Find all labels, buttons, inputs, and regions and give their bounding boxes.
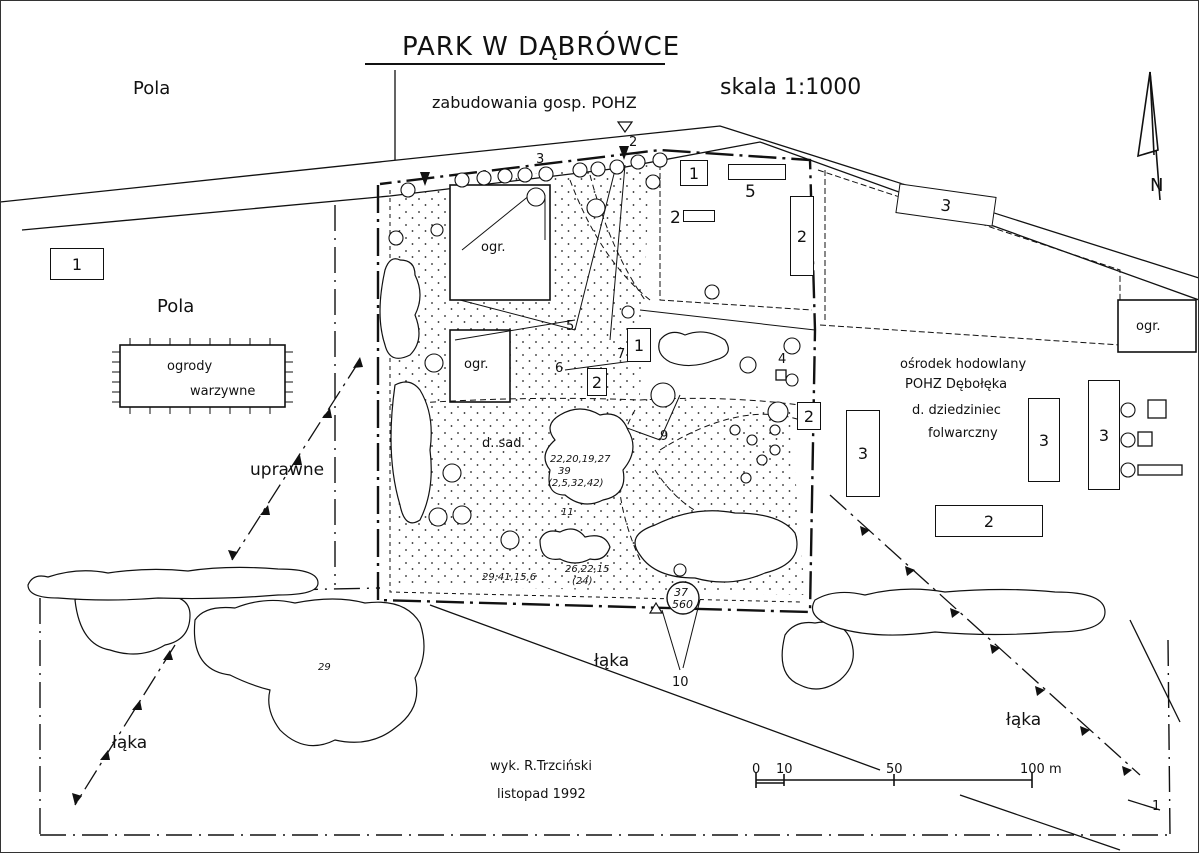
- species-list-d: 29,41,15,6: [482, 572, 537, 583]
- label-author: wyk. R.Trzciński: [490, 759, 592, 774]
- map-scale: skala 1:1000: [720, 75, 862, 100]
- species-list-b: 39: [558, 466, 571, 477]
- building-3-a: 3: [846, 410, 880, 497]
- label-laka-right: łąka: [1006, 710, 1042, 730]
- label-d-sad: d. sad: [482, 436, 522, 451]
- scale-bar: [755, 772, 1033, 788]
- label-date: listopad 1992: [497, 787, 586, 802]
- garden-plot-ticks: [112, 338, 293, 414]
- building-2-small: 2: [683, 210, 715, 222]
- label-warzywne: warzywne: [190, 384, 256, 399]
- scale-tick-10: 10: [776, 762, 793, 777]
- hedge-rows: [639, 155, 1121, 346]
- marker-10: 10: [672, 675, 689, 690]
- building-5-rect: [728, 164, 786, 180]
- building-1-center: 1: [627, 328, 651, 362]
- building-2-center: 2: [587, 368, 607, 396]
- leader-lines: [454, 164, 701, 671]
- scale-tick-0: 0: [752, 762, 761, 777]
- marker-4: 4: [778, 352, 787, 367]
- scale-tick-50: 50: [886, 762, 903, 777]
- label-pola-top: Pola: [133, 78, 171, 99]
- label-uprawne: uprawne: [250, 460, 325, 480]
- label-ogrody: ogrody: [167, 359, 213, 374]
- building-1-north: 1: [680, 160, 708, 186]
- label-laka-center: łąka: [594, 651, 630, 671]
- building-2-northeast: 2: [790, 196, 814, 276]
- label-osrodek-3: d. dziedziniec: [912, 403, 1001, 418]
- large-tree: [666, 581, 700, 615]
- north-label: N: [1150, 175, 1164, 196]
- building-3-b: 3: [1028, 398, 1060, 482]
- species-list-e: 26,22,15: [565, 564, 610, 575]
- marker-5: 5: [566, 319, 575, 334]
- south-entrance-arrow-icon: [648, 601, 664, 614]
- small-squares: [775, 369, 1183, 476]
- building-3-c: 3: [1088, 380, 1120, 490]
- marker-2: 2: [629, 135, 638, 150]
- single-trees: [388, 152, 1136, 577]
- north-arrow-icon: [1137, 71, 1161, 201]
- annotation-29: 29: [318, 662, 331, 673]
- annotation-11: 11: [561, 507, 574, 518]
- marker-1-corner: 1: [1152, 799, 1161, 814]
- building-2-east: 2: [797, 402, 821, 430]
- building-2-small-label: 2: [670, 208, 681, 228]
- building-5-label: 5: [745, 182, 756, 202]
- building-2-south: 2: [935, 505, 1043, 537]
- entrance-arrow-icon: [616, 121, 634, 134]
- label-ogr-a: ogr.: [481, 240, 506, 255]
- species-list-c: (2,5,32,42): [548, 478, 604, 489]
- building-1-west: 1: [50, 248, 104, 280]
- marker-3: 3: [536, 152, 545, 167]
- tree-37-label: 37: [674, 586, 688, 599]
- marker-7: 7: [617, 347, 626, 362]
- label-pola-mid: Pola: [157, 296, 195, 317]
- scale-tick-100: 100 m: [1020, 762, 1062, 777]
- label-osrodek-2: POHZ Dębołęka: [905, 377, 1008, 392]
- marker-9: 9: [660, 429, 669, 444]
- label-zabudowania: zabudowania gosp. POHZ: [432, 93, 637, 112]
- label-laka-left: łąka: [112, 733, 148, 753]
- label-ogr-b: ogr.: [464, 357, 489, 372]
- marker-6: 6: [555, 361, 564, 376]
- label-ogr-c: ogr.: [1136, 319, 1161, 334]
- viewpoint-arrow-icons: [72, 146, 1132, 805]
- map-title: PARK W DĄBRÓWCE: [402, 32, 681, 62]
- tree-560-label: 560: [672, 598, 693, 611]
- label-osrodek-1: ośrodek hodowlany: [900, 357, 1027, 372]
- species-list-a: 22,20,19,27: [550, 454, 611, 465]
- tree-clusters: [27, 258, 1106, 747]
- label-osrodek-4: folwarczny: [928, 426, 998, 441]
- garden-plots: [119, 184, 1197, 408]
- species-list-f: (24): [572, 576, 593, 587]
